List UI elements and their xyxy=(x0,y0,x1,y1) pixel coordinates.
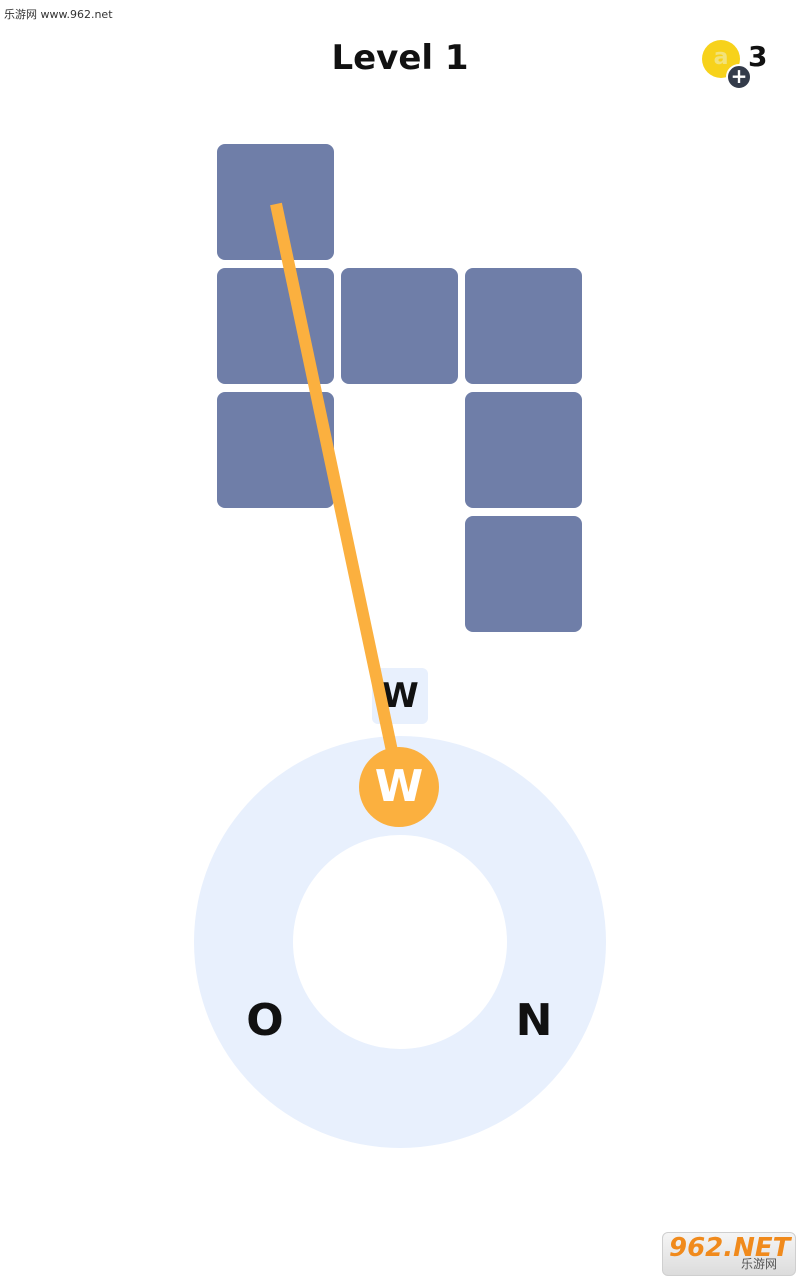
cell-r1-c1 xyxy=(341,268,458,384)
cell-r1-c2 xyxy=(465,268,582,384)
level-title: Level 1 xyxy=(331,38,469,78)
cell-r2-c2 xyxy=(465,392,582,508)
coin-count: 3 xyxy=(748,40,768,73)
cell-r0-c0 xyxy=(217,144,334,260)
letter-w[interactable]: W xyxy=(359,747,439,827)
letter-o[interactable]: O xyxy=(246,995,284,1046)
badge-subtext: 乐游网 xyxy=(741,1257,778,1271)
letter-n[interactable]: N xyxy=(515,995,553,1046)
badge-logo-text: 962.NET xyxy=(669,1233,791,1263)
wheel-center xyxy=(293,835,507,1049)
cell-r3-c2 xyxy=(465,516,582,632)
watermark: 乐游网 www.962.net xyxy=(4,8,113,21)
add-coins-icon[interactable]: + xyxy=(726,64,752,90)
coin-icon: a xyxy=(702,40,740,78)
coin-counter[interactable]: a + 3 xyxy=(700,38,780,90)
site-badge: 962.NET 乐游网 xyxy=(662,1232,796,1276)
